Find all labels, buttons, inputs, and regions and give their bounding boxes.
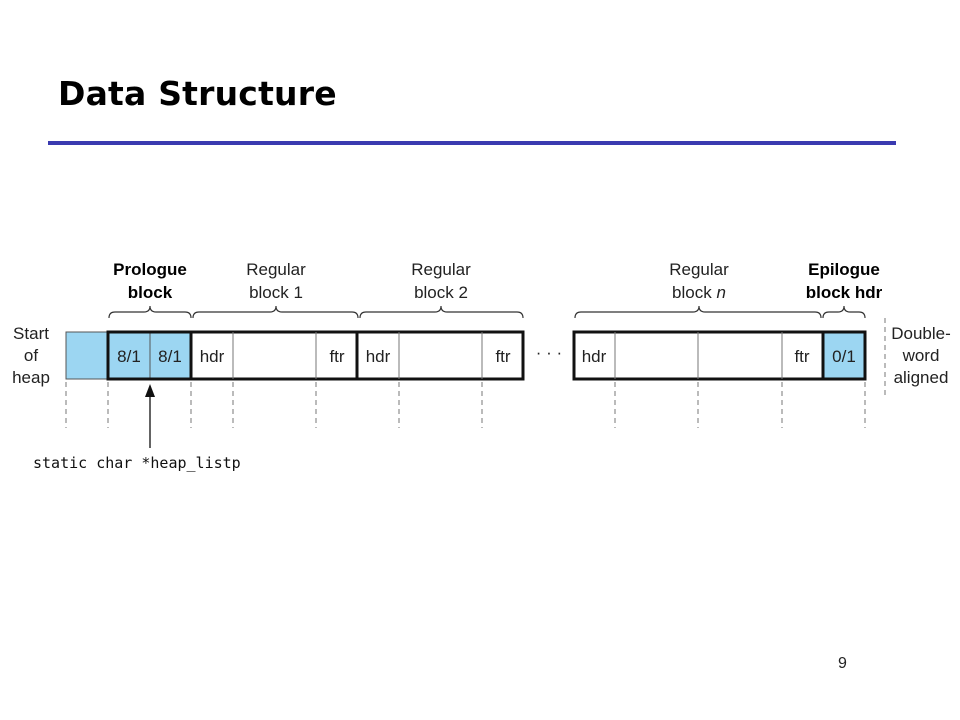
- regular-block-1-hdr: hdr: [200, 347, 225, 366]
- padding-word: [65, 331, 109, 380]
- prologue-label-line1: Prologue: [113, 260, 187, 279]
- epilogue-label: Epilogue block hdr: [806, 260, 883, 302]
- prologue-label-line2: block: [128, 283, 173, 302]
- slide-title: Data Structure: [58, 74, 337, 113]
- regular-block-2-hdr: hdr: [366, 347, 391, 366]
- regular-block-1-label-line1: Regular: [246, 260, 306, 279]
- regular-block-1-brace: [192, 305, 359, 319]
- regular-block-1-label: Regular block 1: [246, 260, 306, 302]
- regular-block-n-label-line2: block n: [672, 283, 726, 302]
- regular-block-1-ftr: ftr: [329, 347, 344, 366]
- regular-block-n: hdr ftr: [572, 330, 825, 381]
- page-number: 9: [838, 655, 847, 672]
- regular-block-2-brace: [359, 305, 524, 319]
- alignment-label-line3: aligned: [894, 368, 949, 387]
- epilogue-header-value: 0/1: [832, 347, 856, 366]
- regular-block-n-ftr: ftr: [794, 347, 809, 366]
- group-braces: [108, 305, 866, 319]
- prologue-header-value: 8/1: [117, 347, 141, 366]
- heap-listp-pointer: static char *heap_listp: [33, 384, 241, 472]
- prologue-footer-value: 8/1: [158, 347, 182, 366]
- epilogue-block: 0/1: [821, 330, 867, 381]
- prologue-cell-1: [108, 332, 150, 379]
- regular-block-2-label-line2: block 2: [414, 283, 468, 302]
- start-of-heap-line3: heap: [12, 368, 50, 387]
- start-of-heap-label: Start of heap: [12, 324, 50, 387]
- start-of-heap-line2: of: [24, 346, 38, 365]
- regular-block-2: hdr ftr: [355, 330, 525, 381]
- alignment-label-line2: word: [902, 346, 940, 365]
- regular-block-n-hdr: hdr: [582, 347, 607, 366]
- regular-block-2-label: Regular block 2: [411, 260, 471, 302]
- double-word-aligned-label: Double- word aligned: [891, 324, 951, 387]
- prologue-block: 8/1 8/1: [106, 330, 193, 381]
- regular-block-n-label-prefix: block: [672, 283, 716, 302]
- regular-block-n-label-var: n: [716, 283, 725, 302]
- regular-block-1: hdr ftr: [189, 330, 359, 381]
- alignment-dashed-lines: [65, 382, 866, 428]
- prologue-brace: [108, 305, 192, 319]
- ellipsis: · · ·: [536, 343, 562, 362]
- regular-block-n-label: Regular block n: [669, 260, 729, 302]
- prologue-label: Prologue block: [113, 260, 187, 302]
- regular-block-2-ftr: ftr: [495, 347, 510, 366]
- regular-block-n-brace: [574, 305, 822, 319]
- epilogue-label-line2: block hdr: [806, 283, 883, 302]
- start-of-heap-line1: Start: [13, 324, 49, 343]
- epilogue-label-line1: Epilogue: [808, 260, 880, 279]
- epilogue-brace: [822, 305, 866, 319]
- heap-listp-label: static char *heap_listp: [33, 454, 241, 472]
- regular-block-2-label-line1: Regular: [411, 260, 471, 279]
- title-underline: [48, 141, 896, 145]
- pointer-arrowhead: [145, 384, 155, 397]
- alignment-label-line1: Double-: [891, 324, 951, 343]
- prologue-cell-2: [150, 332, 191, 379]
- regular-block-1-label-line2: block 1: [249, 283, 303, 302]
- regular-block-n-label-line1: Regular: [669, 260, 729, 279]
